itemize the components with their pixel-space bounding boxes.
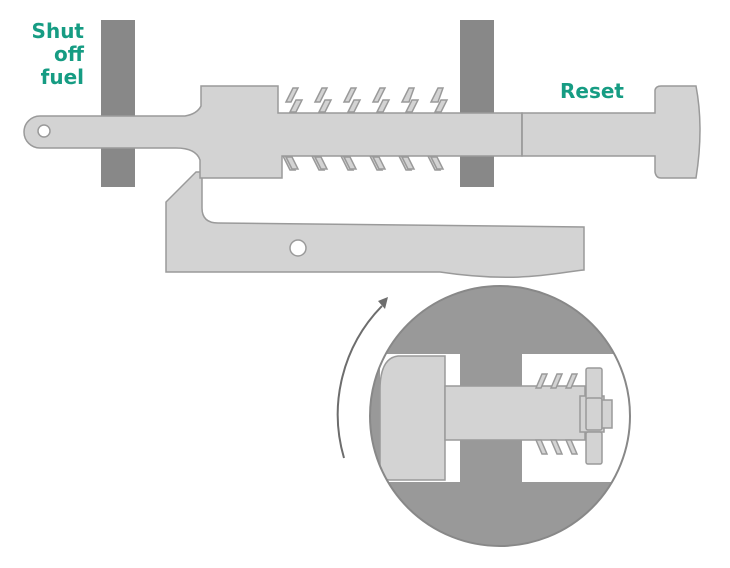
reset-knob xyxy=(521,85,701,179)
shut-off-fuel-label: Shut off fuel xyxy=(14,20,84,89)
shut-off-rod xyxy=(23,85,523,179)
rod-end-hole xyxy=(37,124,51,138)
shut-off-fuel-label-line-3: fuel xyxy=(40,65,84,89)
rotation-arrowhead xyxy=(378,297,388,309)
latch-lever xyxy=(165,171,585,279)
reset-label: Reset xyxy=(560,79,624,103)
right-frame-post xyxy=(460,20,494,187)
shut-off-fuel-label-line-1: Shut xyxy=(31,19,84,43)
left-frame-post xyxy=(101,20,135,187)
rotation-arrow xyxy=(336,305,383,459)
shut-off-fuel-label-line-2: off xyxy=(54,42,84,66)
lever-pivot-hole xyxy=(289,239,307,257)
detail-view xyxy=(370,286,630,546)
spring-front xyxy=(284,99,449,170)
detail-view-border xyxy=(369,285,631,547)
